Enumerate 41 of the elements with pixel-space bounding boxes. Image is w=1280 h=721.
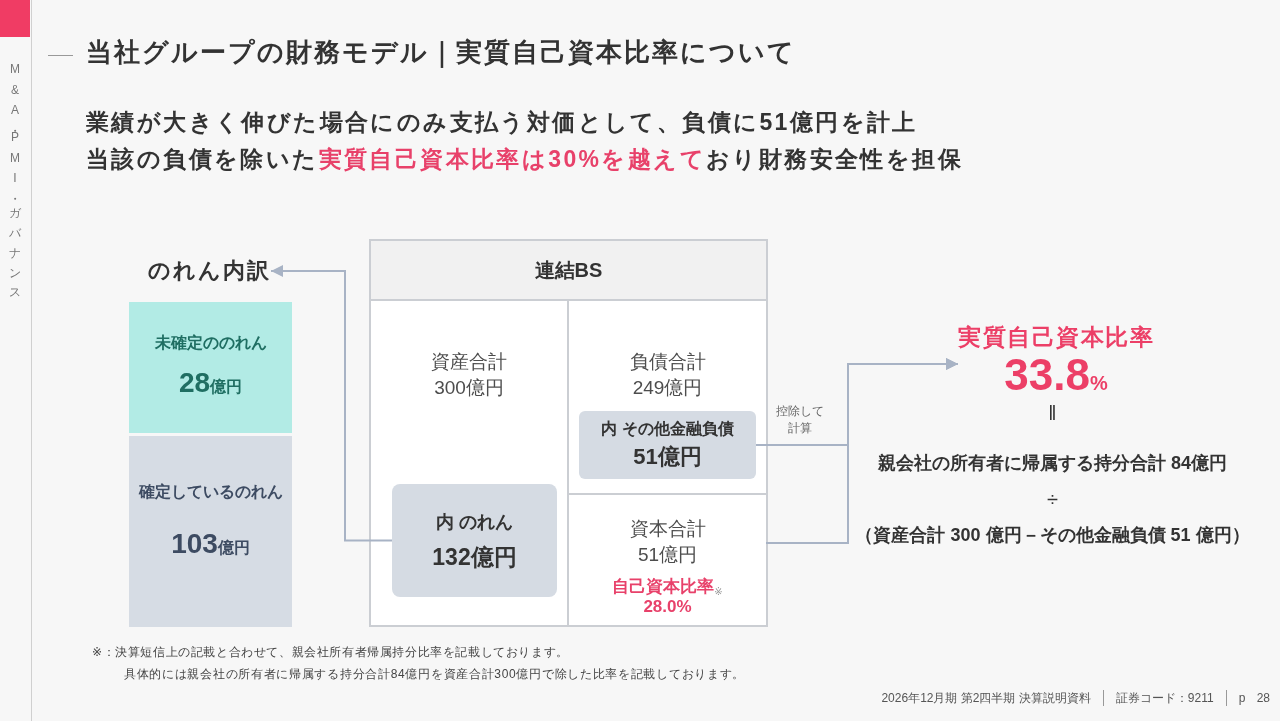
ratio-heading: 実質自己資本比率 [958, 323, 1154, 352]
item-label: 内 その他金融負債 [601, 419, 734, 439]
division-sign: ÷ [1047, 487, 1058, 512]
formula-text: （資産合計 300 億円－その他金融負債 51 億円） [855, 524, 1250, 547]
bar-label: 確定しているのれん [138, 481, 283, 502]
highlight-box [392, 484, 557, 597]
ratio-value: 28.0% [643, 598, 692, 616]
connector-arrow [270, 265, 393, 542]
balance-sheet-table [369, 239, 768, 627]
amount-value: 51億円 [637, 543, 698, 567]
ratio-label: 自己資本比率$_{※}$ [612, 576, 723, 598]
page-title: 当社グループの財務モデル｜実質自己資本比率について [86, 36, 796, 70]
goodwill-bar-segment [129, 302, 292, 433]
highlight-box [579, 411, 756, 479]
account-label: 資産合計 [431, 350, 507, 374]
account-label: 負債合計 [629, 350, 706, 374]
amount-value: 249億円 [632, 376, 703, 400]
amount-value: 132億円 [432, 542, 517, 572]
footnote-text: 具体的には親会社の所有者に帰属する持分合計84億円を資産合計300億円で除した比率を記載しております。 [124, 666, 746, 682]
page-number: p 28 [1238, 691, 1270, 705]
equals-sign: ‖ [1048, 401, 1057, 426]
bar-label: 未確定ののれん [154, 332, 267, 353]
side-tab-label: M&A・PMI・ガバナンス [8, 62, 22, 301]
amount-value: 51億円 [633, 443, 702, 471]
headline-text: 業績が大きく伸びた場合にのみ支払う対価として、負債に51億円を計上 [86, 108, 918, 137]
item-label: 内 のれん [436, 510, 513, 534]
section-heading: のれん内訳 [148, 256, 271, 286]
amount-value: 300億円 [434, 376, 504, 400]
headline-text: 当該の負債を除いた実質自己資本比率は30%を越えており財務安全性を担保 [86, 145, 964, 174]
ratio-value: 33.8% [1004, 352, 1108, 401]
table-header: 連結BS [371, 241, 766, 301]
formula-text: 親会社の所有者に帰属する持分合計 84億円 [878, 452, 1227, 475]
footer-text: 2026年12月期 第2四半期 決算説明資料 [881, 689, 1091, 707]
account-label: 資本合計 [629, 517, 706, 541]
goodwill-bar-segment [129, 436, 292, 627]
amount-value: 28億円 [178, 365, 243, 400]
footer-text: 証券コード：9211 [1115, 689, 1214, 707]
edge-label: 控除して計算 [775, 403, 825, 437]
amount-value: 103億円 [171, 526, 250, 561]
connector-arrow [765, 358, 959, 544]
footnote-text: ※：決算短信上の記載と合わせて、親会社所有者帰属持分比率を記載しております。 [92, 644, 569, 660]
